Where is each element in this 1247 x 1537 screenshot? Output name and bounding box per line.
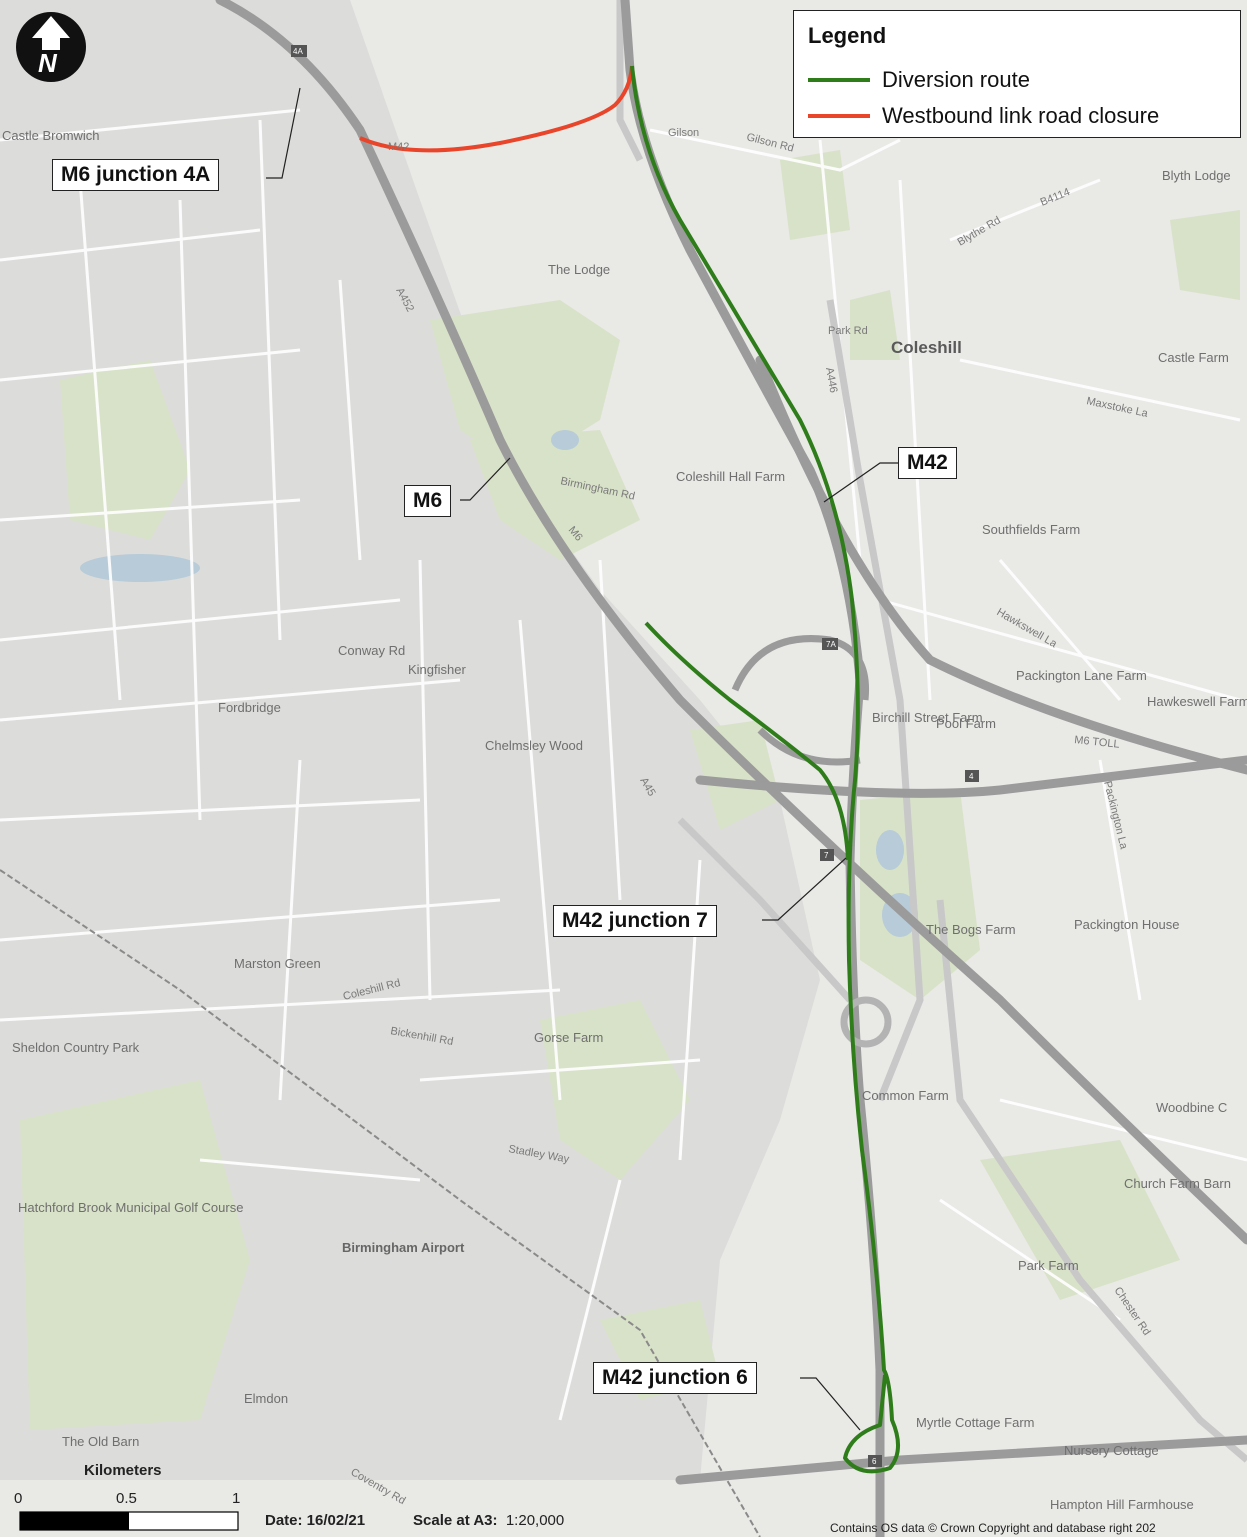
- place-the-lodge: The Lodge: [548, 262, 610, 277]
- callout-m6: M6: [404, 485, 452, 517]
- place-blyth-lodge: Blyth Lodge: [1162, 168, 1231, 183]
- legend: Legend Diversion route Westbound link ro…: [793, 10, 1241, 138]
- place-nursery-cottage: Nursery Cottage: [1064, 1443, 1159, 1458]
- place-church-farm-barn: Church Farm Barn: [1124, 1176, 1231, 1191]
- legend-item-closure: Westbound link road closure: [808, 103, 1159, 129]
- place-coleshill-hall-farm: Coleshill Hall Farm: [676, 469, 785, 484]
- place-castle-bromwich: Castle Bromwich: [2, 128, 100, 143]
- place-gorse-farm: Gorse Farm: [534, 1030, 603, 1045]
- place-southfields-farm: Southfields Farm: [982, 522, 1080, 537]
- place-park-farm: Park Farm: [1018, 1258, 1079, 1273]
- svg-text:7: 7: [824, 851, 829, 860]
- place-common-farm: Common Farm: [862, 1088, 949, 1103]
- place-birchill: Birchill Street Farm: [872, 710, 983, 725]
- closure-route: [359, 65, 634, 153]
- place-marston-green: Marston Green: [234, 956, 321, 971]
- place-elmdon: Elmdon: [244, 1391, 288, 1406]
- place-hawkeswell-farm: Hawkeswell Farm: [1147, 694, 1247, 709]
- map-date: Date: 16/02/21: [265, 1512, 366, 1529]
- svg-text:4A: 4A: [293, 47, 303, 56]
- place-hampton-hill-farmhouse: Hampton Hill Farmhouse: [1050, 1497, 1194, 1512]
- legend-item-diversion: Diversion route: [808, 67, 1030, 93]
- place-sheldon: Sheldon Country Park: [12, 1040, 140, 1055]
- callout-m42-junction-7: M42 junction 7: [553, 905, 717, 937]
- svg-text:6: 6: [872, 1457, 877, 1466]
- place-fordbridge: Fordbridge: [218, 700, 281, 715]
- scale-tick-0: 0: [14, 1490, 23, 1507]
- copyright-notice: Contains OS data © Crown Copyright and d…: [830, 1521, 1156, 1535]
- junction-badge-4: [965, 770, 979, 782]
- place-myrtle-cottage-farm: Myrtle Cottage Farm: [916, 1415, 1034, 1430]
- legend-swatch-diversion: [808, 78, 870, 82]
- callout-m42: M42: [898, 447, 957, 479]
- junction-badge-6: [868, 1455, 882, 1467]
- scale-bar-title: Kilometers: [84, 1462, 162, 1479]
- map-scale: Scale at A3: 1:20,000: [413, 1512, 564, 1529]
- callout-m42-junction-6: M42 junction 6: [593, 1362, 757, 1394]
- scale-bar: [19, 1511, 239, 1531]
- legend-label-diversion: Diversion route: [882, 67, 1030, 92]
- scale-label: Scale at A3:: [413, 1512, 498, 1529]
- place-packington-lane-farm: Packington Lane Farm: [1016, 668, 1147, 683]
- diversion-route-m6: [644, 621, 850, 861]
- place-hatchford: Hatchford Brook Municipal Golf Course: [18, 1200, 243, 1215]
- road-m6-toll: M6 TOLL: [1074, 734, 1120, 751]
- scale-value: 1:20,000: [505, 1512, 565, 1529]
- place-castle-farm: Castle Farm: [1158, 350, 1229, 365]
- svg-text:N: N: [38, 48, 58, 78]
- road-m42-top: M42: [388, 141, 409, 153]
- svg-text:7A: 7A: [826, 640, 836, 649]
- junction-badge-4a: [291, 45, 307, 57]
- legend-swatch-closure: [808, 114, 870, 118]
- svg-text:4: 4: [969, 772, 974, 781]
- road-gilson: Gilson: [668, 127, 699, 139]
- place-conway-rd: Conway Rd: [338, 643, 405, 658]
- place-birmingham-airport: Birmingham Airport: [342, 1240, 465, 1255]
- scale-tick-05: 0.5: [116, 1490, 137, 1507]
- place-packington-house: Packington House: [1074, 917, 1180, 932]
- north-arrow-icon: N: [16, 12, 86, 82]
- place-pool-farm: Pool Farm: [936, 716, 996, 731]
- road-park-rd: Park Rd: [828, 325, 868, 337]
- place-woodbine: Woodbine C: [1156, 1100, 1227, 1115]
- diversion-route-m42: [630, 65, 900, 1474]
- place-the-bogs-farm: The Bogs Farm: [926, 922, 1016, 937]
- place-kingfisher: Kingfisher: [408, 662, 466, 677]
- junction-badge-7a: [822, 638, 838, 650]
- road-a446: A446: [823, 366, 839, 393]
- place-chelmsley-wood: Chelmsley Wood: [485, 738, 583, 753]
- place-coleshill: Coleshill: [891, 338, 962, 357]
- callout-m6-junction-4a: M6 junction 4A: [52, 159, 220, 191]
- scale-tick-1: 1: [232, 1490, 241, 1507]
- junction-badge-7: [820, 849, 834, 861]
- legend-title: Legend: [808, 23, 887, 48]
- legend-label-closure: Westbound link road closure: [882, 103, 1160, 128]
- place-the-old: The Old Barn: [62, 1434, 139, 1449]
